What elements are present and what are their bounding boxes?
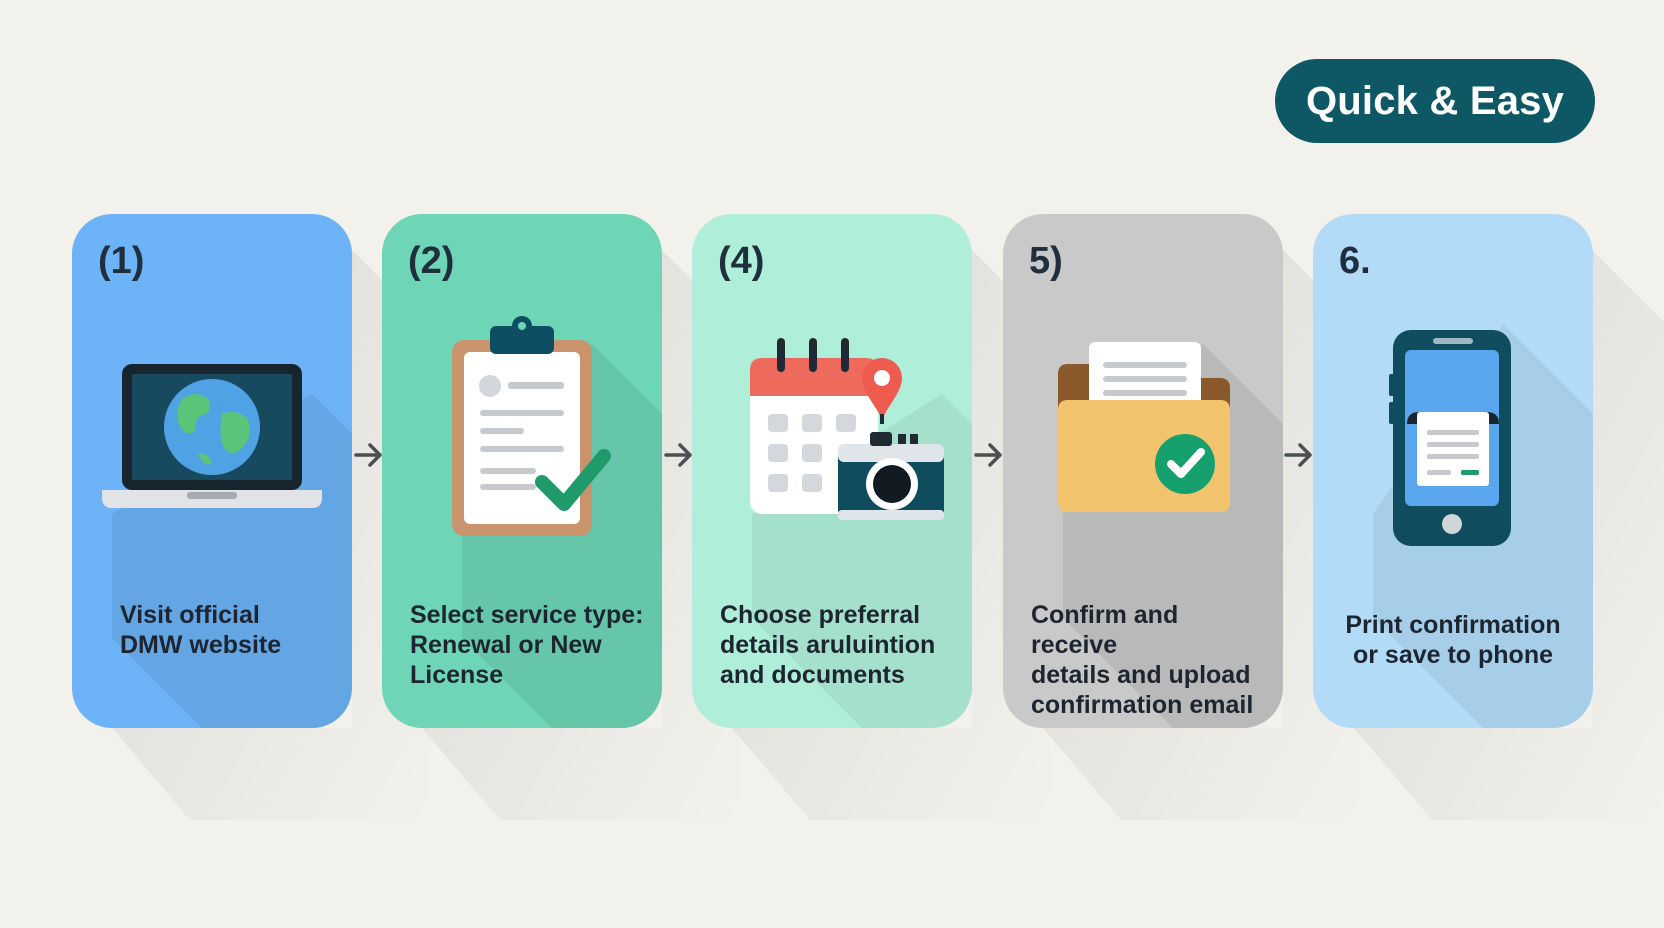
- phone-receipt-icon: [1389, 330, 1511, 546]
- laptop-globe-icon: [102, 364, 322, 508]
- step-card-5: 6. Print confirmation or save to phone: [1313, 214, 1593, 728]
- step-number: (2): [408, 240, 455, 282]
- folder-check-icon: [1058, 342, 1230, 512]
- step-card-3: (4) Choose preferral deta: [692, 214, 972, 728]
- step-description: Confirm and receive details and upload c…: [1031, 601, 1254, 719]
- step-number: (4): [718, 240, 765, 282]
- step-description: Choose preferral details aruluintion and…: [720, 601, 936, 689]
- arrow-right-icon: [354, 443, 382, 467]
- arrow-right-icon: [974, 443, 1002, 467]
- step-card-1: (1) Visit official DMW website: [72, 214, 352, 728]
- clipboard-check-icon: [452, 316, 611, 536]
- step-description: Visit official DMW website: [120, 601, 282, 659]
- step-card-4: 5) Confirm and receive details and uploa…: [1003, 214, 1283, 728]
- step-card-2: (2) Select service type: Renewal or New …: [382, 214, 662, 728]
- calendar-camera-icon: [750, 338, 944, 520]
- step-number: 5): [1029, 240, 1063, 282]
- step-description: Select service type: Renewal or New Lice…: [410, 601, 644, 689]
- step-description: Print confirmation or save to phone: [1345, 611, 1561, 669]
- quick-easy-badge: Quick & Easy: [1275, 59, 1595, 143]
- arrow-right-icon: [664, 443, 692, 467]
- step-number: (1): [98, 240, 145, 282]
- step-number: 6.: [1339, 240, 1371, 282]
- arrow-right-icon: [1284, 443, 1312, 467]
